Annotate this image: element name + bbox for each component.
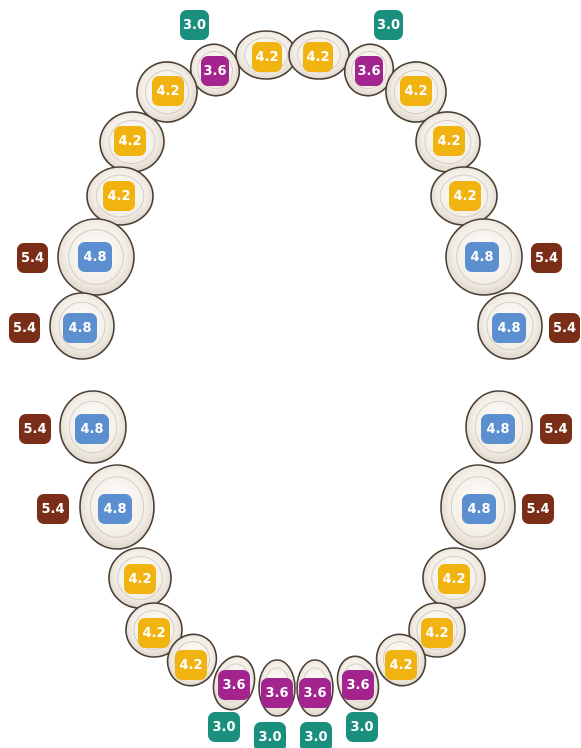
upper-left-tooth-badge-7: 4.8	[63, 313, 97, 343]
lower-right-tooth-badge-5: 4.2	[385, 650, 417, 680]
upper-right-tooth-badge-2: 3.6	[355, 56, 383, 86]
upper-right-outer-badge-3: 5.4	[549, 313, 580, 343]
lower-right-outer-badge-2: 5.4	[522, 494, 554, 524]
upper-left-outer-badge-1: 3.0	[180, 10, 209, 40]
lower-left-outer-badge-1: 5.4	[19, 414, 51, 444]
lower-left-outer-badge-4: 3.0	[254, 722, 286, 748]
lower-left-tooth-badge-3: 4.2	[124, 564, 156, 594]
lower-left-tooth-badge-5: 4.2	[175, 650, 207, 680]
upper-left-outer-badge-2: 5.4	[17, 243, 48, 273]
upper-right-tooth-badge-6: 4.8	[465, 242, 499, 272]
lower-left-tooth-badge-1: 4.8	[75, 414, 109, 444]
lower-right-tooth-badge-4: 4.2	[421, 618, 453, 648]
lower-left-outer-badge-2: 5.4	[37, 494, 69, 524]
upper-left-tooth-badge-3: 4.2	[152, 76, 184, 106]
upper-left-tooth-badge-4: 4.2	[114, 126, 146, 156]
lower-left-tooth-badge-4: 4.2	[138, 618, 170, 648]
lower-right-tooth-badge-3: 4.2	[438, 564, 470, 594]
lower-left-outer-badge-3: 3.0	[208, 712, 240, 742]
lower-left-tooth-badge-6: 3.6	[218, 670, 250, 700]
upper-left-tooth-badge-5: 4.2	[103, 181, 135, 211]
lower-right-tooth-badge-7: 3.6	[299, 678, 331, 708]
upper-right-tooth-badge-4: 4.2	[433, 126, 465, 156]
upper-right-tooth-badge-7: 4.8	[492, 313, 526, 343]
upper-left-tooth-badge-6: 4.8	[78, 242, 112, 272]
lower-right-tooth-badge-1: 4.8	[481, 414, 515, 444]
lower-right-tooth-badge-6: 3.6	[342, 670, 374, 700]
upper-left-outer-badge-3: 5.4	[9, 313, 40, 343]
upper-left-tooth-badge-1: 4.2	[252, 42, 282, 72]
lower-left-tooth-badge-2: 4.8	[98, 494, 132, 524]
upper-right-tooth-badge-3: 4.2	[400, 76, 432, 106]
lower-right-outer-badge-1: 5.4	[540, 414, 572, 444]
lower-right-outer-badge-3: 3.0	[346, 712, 378, 742]
lower-right-outer-badge-4: 3.0	[300, 722, 332, 748]
upper-right-outer-badge-2: 5.4	[531, 243, 562, 273]
upper-left-tooth-badge-2: 3.6	[201, 56, 229, 86]
upper-right-tooth-badge-1: 4.2	[303, 42, 333, 72]
upper-right-tooth-badge-5: 4.2	[449, 181, 481, 211]
lower-right-tooth-badge-2: 4.8	[462, 494, 496, 524]
upper-right-outer-badge-1: 3.0	[374, 10, 403, 40]
lower-left-tooth-badge-7: 3.6	[261, 678, 293, 708]
